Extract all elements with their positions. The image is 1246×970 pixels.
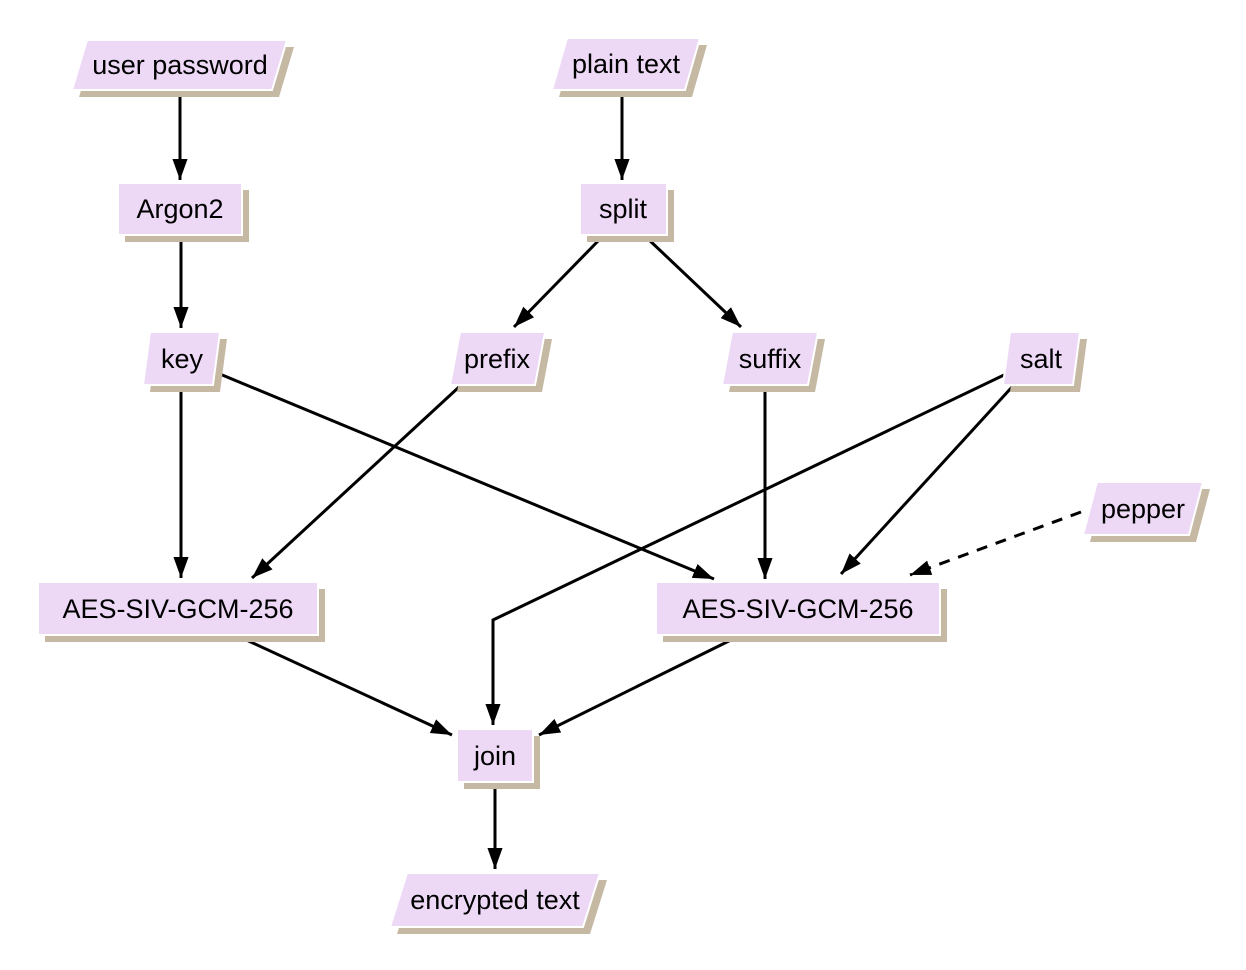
edge-salt-to-aes-right [839, 385, 1014, 576]
user-password-shape [70, 39, 289, 91]
plain-text-label: plain text [572, 49, 681, 79]
node-suffix: suffix [720, 331, 825, 392]
node-pepper: pepper [1081, 481, 1210, 542]
aes-right-shape [655, 581, 941, 636]
aes-right-label: AES-SIV-GCM-256 [682, 594, 913, 624]
edge-aes-left-to-join [239, 635, 453, 737]
node-split: split [579, 182, 674, 242]
pepper-shape [1081, 481, 1205, 536]
edge-pepper-to-aes-right [909, 510, 1082, 577]
encrypted-text-label: encrypted text [410, 885, 580, 915]
salt-label: salt [1020, 344, 1063, 374]
argon2-shape [117, 182, 243, 236]
edge-aes-right-to-join [538, 635, 738, 737]
node-argon2: Argon2 [117, 182, 249, 242]
edge-key-to-aes-right [214, 370, 715, 581]
split-label: split [599, 194, 648, 224]
edges [172, 92, 1082, 869]
prefix-label: prefix [464, 344, 531, 374]
edge-split-to-prefix [512, 236, 603, 329]
node-user-password: user password [70, 39, 294, 97]
node-aes-siv-gcm-256-left: AES-SIV-GCM-256 [37, 581, 325, 642]
edge-salt-to-join [485, 373, 1005, 725]
edge-split-to-suffix [645, 236, 743, 329]
suffix-label: suffix [739, 344, 802, 374]
user-password-label: user password [92, 50, 268, 80]
edge-prefix-to-aes-left [250, 385, 461, 580]
pepper-label: pepper [1101, 494, 1185, 524]
node-prefix: prefix [448, 331, 552, 392]
key-shape [141, 331, 222, 386]
key-label: key [161, 344, 204, 374]
plain-text-shape [550, 37, 702, 91]
prefix-shape [448, 331, 547, 386]
node-join: join [456, 728, 540, 789]
encrypted-text-shape [388, 872, 602, 928]
join-label: join [473, 741, 516, 771]
argon2-label: Argon2 [136, 194, 223, 224]
aes-left-label: AES-SIV-GCM-256 [62, 594, 293, 624]
join-shape [456, 728, 534, 783]
aes-left-shape [37, 581, 319, 636]
salt-shape [1001, 331, 1082, 386]
node-key: key [141, 331, 227, 392]
node-plain-text: plain text [550, 37, 707, 97]
split-shape [579, 182, 668, 236]
suffix-shape [720, 331, 820, 386]
node-encrypted-text: encrypted text [388, 872, 607, 934]
node-aes-siv-gcm-256-right: AES-SIV-GCM-256 [655, 581, 947, 642]
node-salt: salt [1001, 331, 1087, 392]
